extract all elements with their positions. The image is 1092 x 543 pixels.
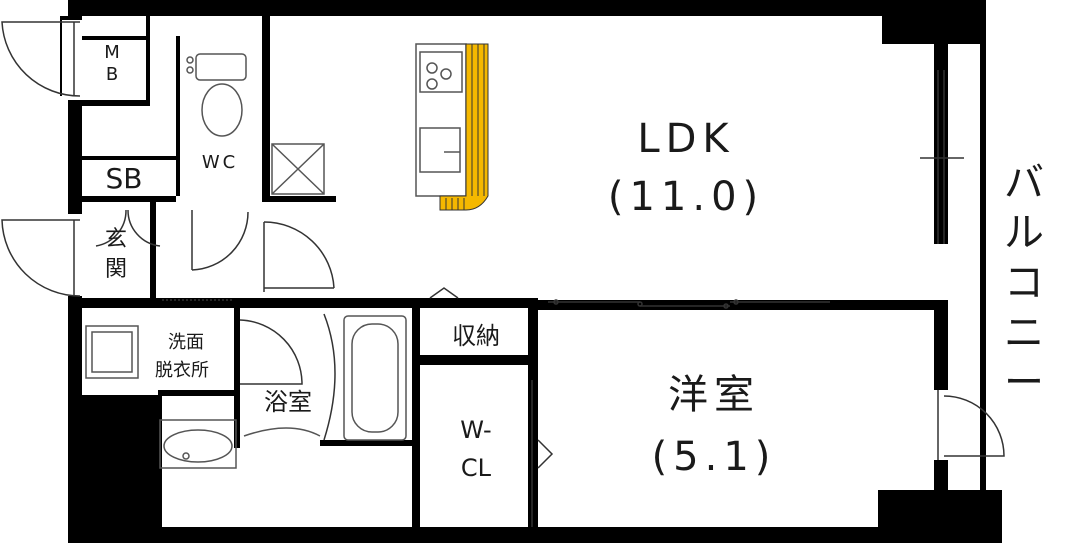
label-mb-m: M	[104, 42, 120, 63]
svg-text:バ: バ	[1004, 160, 1044, 206]
countertop	[439, 43, 489, 211]
kitchen-counter	[415, 43, 467, 197]
label-yokushitsu: 浴室	[264, 388, 312, 416]
svg-text:コ: コ	[1004, 260, 1044, 306]
washbasin-icon	[159, 419, 237, 469]
label-genkan-2: 関	[105, 257, 127, 282]
label-wcl-2: CL	[461, 454, 492, 482]
label-wc: WC	[202, 152, 238, 173]
bathtub-icon	[343, 315, 407, 441]
label-sb: SB	[106, 162, 143, 195]
label-wcl-1: W-	[460, 416, 491, 444]
room-labels: M B SB WC 玄 関 LDK (11.0) 収納 洗面 脱衣所 浴室 W-…	[104, 42, 1044, 482]
label-senmen-2: 脱衣所	[155, 360, 209, 381]
svg-text:ー: ー	[1004, 360, 1044, 406]
thin-lines	[162, 70, 964, 527]
interior-walls	[80, 16, 934, 528]
doors	[1, 20, 1005, 457]
label-balcony: バ ル コ ニ ー	[1004, 160, 1044, 406]
svg-text:ニ: ニ	[1004, 310, 1044, 356]
label-ldk: LDK	[637, 116, 734, 162]
svg-text:ル: ル	[1004, 210, 1044, 256]
label-mb-b: B	[106, 64, 118, 85]
shaft-icon	[271, 143, 325, 195]
label-yoshitsu-size: (5.1)	[652, 434, 777, 480]
label-shuno: 収納	[452, 322, 500, 350]
label-genkan-1: 玄	[105, 227, 127, 252]
walls	[60, 0, 1002, 543]
toilet-icon	[186, 53, 247, 137]
washing-machine-icon	[85, 325, 139, 379]
label-ldk-size: (11.0)	[608, 174, 764, 220]
label-yoshitsu: 洋室	[668, 372, 760, 418]
label-senmen-1: 洗面	[168, 332, 204, 353]
